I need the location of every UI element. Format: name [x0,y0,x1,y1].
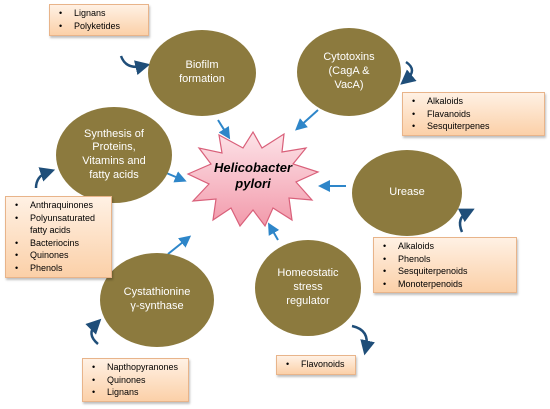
node-cytotoxins-line1: Cytotoxins [323,51,375,64]
box-urease-compounds: Alkaloids Phenols Sesquiterpenoids Monot… [373,237,517,293]
list-item: Sesquiterpenoids [383,265,512,278]
list-item: Bacteriocins [15,237,107,250]
list-item: Polyunsaturated fatty acids [15,212,107,237]
arrow-biofilm [217,119,231,140]
list-item: Monoterpenoids [383,278,512,291]
curl-arrow-synthesis [34,167,56,189]
node-biofilm-line2: formation [179,73,225,85]
arrow-homeostatic [268,222,280,241]
node-synthesis-line4: fatty acids [89,168,139,181]
box-cytotoxins-compounds: Alkaloids Flavanoids Sesquiterpenes [402,92,545,136]
node-synthesis-line3: Vitamins and [82,155,146,167]
node-synthesis: Synthesis of Proteins, Vitamins and fatt… [56,107,172,203]
node-biofilm-formation: Biofilm formation [148,30,256,116]
node-synthesis-line2: Proteins, [92,141,136,154]
node-urease-line1: Urease [389,186,425,199]
box-synthesis-compounds: Anthraquinones Polyunsaturated fatty aci… [5,196,112,278]
list-item: Quinones [92,374,184,387]
center-label-line2: pylori [235,176,271,191]
node-synthesis-line1: Synthesis of [84,127,144,140]
box-homeostatic-compounds: Flavonoids [276,355,356,375]
arrow-cytotoxins [295,109,319,131]
curl-arrow-biofilm [119,55,151,76]
node-cytotoxins-line2: (CagA & [328,65,370,78]
center-label-line1: Helicobacter [213,160,293,175]
list-item: Lignans [59,7,144,20]
list-item: Phenols [15,262,107,275]
list-item: Lignans [92,386,184,399]
list-item: Quinones [15,249,107,262]
curl-arrow-urease [457,208,475,233]
list-item: Flavanoids [412,108,540,121]
node-cystathionine-synthase: Cystathionine γ-synthase [100,253,214,347]
list-item: Polyketides [59,20,144,33]
curl-arrow-cystathionine [85,318,102,345]
node-homeostatic-stress-regulator: Homeostatic stress regulator [255,240,361,336]
list-item: Alkaloids [412,95,540,108]
node-biofilm-line1: Biofilm [185,59,219,72]
node-homeostatic-line1: Homeostatic [277,267,339,280]
node-cytotoxins-line3: VacA) [334,78,364,91]
list-item: Sesquiterpenes [412,120,540,133]
list-item: Napthopyranones [92,361,184,374]
center-star-shape [186,130,320,228]
node-homeostatic-line2: stress [293,281,323,294]
list-item: Anthraquinones [15,199,107,212]
node-urease: Urease [352,150,462,236]
node-cystathionine-line1: Cystathionine [123,286,191,299]
node-homeostatic-line3: regulator [286,294,330,307]
curl-arrow-cytotoxins [400,60,417,85]
list-item: Alkaloids [383,240,512,253]
box-cystathionine-compounds: Napthopyranones Quinones Lignans [82,358,189,402]
node-cystathionine-line2: γ-synthase [130,300,184,312]
arrow-cystathionine [167,235,192,255]
list-item: Phenols [383,253,512,266]
center-label: Helicobacter pylori [193,160,313,192]
node-cytotoxins: Cytotoxins (CagA & VacA) [297,28,401,116]
list-item: Flavonoids [286,358,351,371]
curl-arrow-homeostatic [351,324,375,356]
box-biofilm-compounds: Lignans Polyketides [49,4,149,36]
